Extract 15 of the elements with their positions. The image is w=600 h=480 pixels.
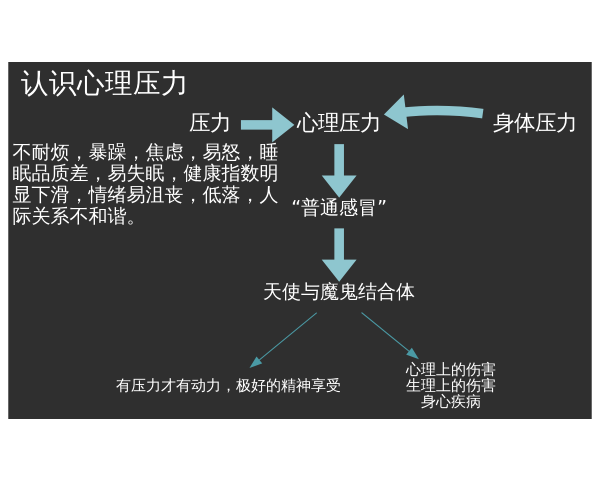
node-text: 心理上的伤害 生理上的伤害 身心疾病	[406, 360, 496, 410]
node-text: 有压力才有动力，极好的精神享受	[116, 376, 341, 394]
arrow	[322, 228, 357, 282]
arrow	[240, 106, 294, 142]
node-text: 压力	[189, 110, 232, 136]
arrow	[384, 94, 484, 129]
node-text: 天使与魔鬼结合体	[263, 279, 416, 302]
arrow	[322, 144, 357, 198]
arrow	[361, 312, 419, 359]
node-text: “普通感冒”	[291, 195, 388, 218]
node-text: 心理压力	[297, 110, 382, 136]
node-label: 不耐烦，暴躁，焦虑，易怒，睡眠品质差，易失眠，健康指数明显下滑，情绪易沮丧，低落，人际关系不和谐。	[12, 140, 279, 227]
diagram-title: 认识心理压力	[21, 66, 190, 100]
arrow	[249, 312, 318, 368]
node-text: 身体压力	[493, 110, 578, 136]
